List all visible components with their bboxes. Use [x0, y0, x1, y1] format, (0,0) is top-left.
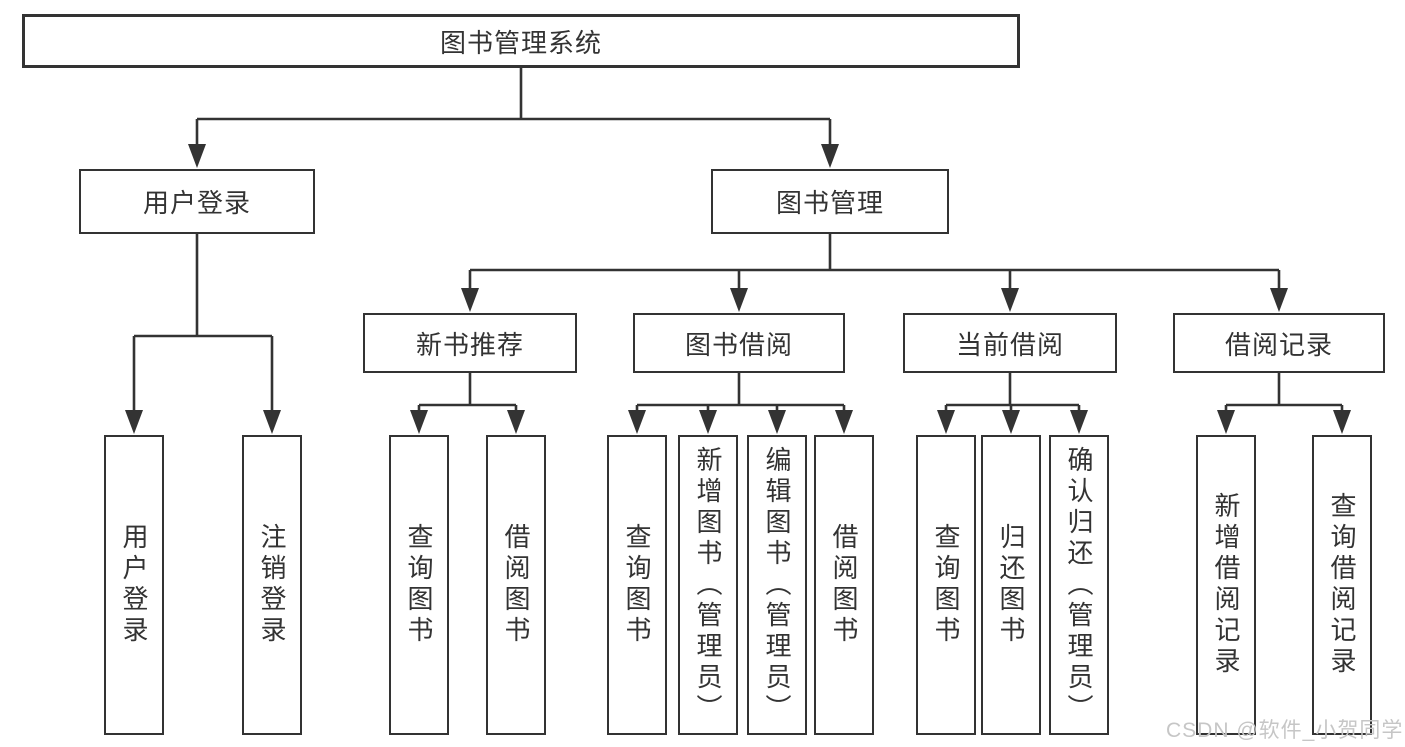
leaf-label: 编辑图书（管理员） — [762, 445, 792, 725]
node-book-management: 图书管理 — [711, 169, 949, 234]
leaf-edit-book-admin: 编辑图书（管理员） — [747, 435, 807, 735]
arrowhead-down-icon — [1333, 410, 1351, 434]
arrowhead-down-icon — [507, 410, 525, 434]
leaf-add-borrow-record: 新增借阅记录 — [1196, 435, 1256, 735]
leaf-confirm-return-admin: 确认归还（管理员） — [1049, 435, 1109, 735]
connector-line — [419, 373, 516, 407]
leaf-user-login: 用户登录 — [104, 435, 164, 735]
leaf-borrow-books-borrowing: 借阅图书 — [814, 435, 874, 735]
leaf-label: 归还图书 — [996, 523, 1026, 647]
arrowhead-down-icon — [410, 410, 428, 434]
arrowhead-down-icon — [1002, 410, 1020, 434]
node-book-borrowing: 图书借阅 — [633, 313, 845, 373]
leaf-label: 查询图书 — [404, 523, 434, 647]
node-label: 图书管理 — [775, 188, 884, 218]
arrowhead-down-icon — [821, 144, 839, 168]
arrowhead-down-icon — [730, 288, 748, 312]
node-label: 用户登录 — [142, 188, 251, 218]
node-new-book-recommend: 新书推荐 — [363, 313, 577, 373]
arrowhead-down-icon — [125, 410, 143, 434]
leaf-label: 借阅图书 — [501, 523, 531, 647]
connector-line — [1226, 373, 1342, 407]
arrowhead-down-icon — [768, 410, 786, 434]
node-borrowing-records: 借阅记录 — [1173, 313, 1385, 373]
leaf-label: 新增图书（管理员） — [693, 445, 723, 725]
leaf-return-book: 归还图书 — [981, 435, 1041, 735]
arrowhead-down-icon — [1001, 288, 1019, 312]
leaf-logout-login: 注销登录 — [242, 435, 302, 735]
leaf-label: 确认归还（管理员） — [1064, 445, 1094, 725]
leaf-query-books-recommend: 查询图书 — [389, 435, 449, 735]
connector-line — [134, 234, 272, 338]
arrowhead-down-icon — [937, 410, 955, 434]
node-user-login: 用户登录 — [79, 169, 315, 234]
leaf-query-books-borrowing: 查询图书 — [607, 435, 667, 735]
leaf-borrow-books-recommend: 借阅图书 — [486, 435, 546, 735]
node-label: 借阅记录 — [1224, 329, 1333, 360]
arrowhead-down-icon — [1070, 410, 1088, 434]
leaf-label: 注销登录 — [257, 523, 287, 647]
csdn-watermark: CSDN @软件_小贺同学 — [1166, 719, 1404, 742]
node-label: 图书管理系统 — [439, 27, 602, 58]
leaf-add-book-admin: 新增图书（管理员） — [678, 435, 738, 735]
connector-line — [637, 373, 844, 407]
node-label: 当前借阅 — [955, 329, 1064, 360]
arrowhead-down-icon — [263, 410, 281, 434]
connector-line — [946, 373, 1079, 407]
node-label: 新书推荐 — [415, 329, 524, 360]
node-current-borrowing: 当前借阅 — [903, 313, 1117, 373]
connector-line — [470, 234, 1279, 272]
arrowhead-down-icon — [461, 288, 479, 312]
arrowhead-down-icon — [835, 410, 853, 434]
arrowhead-down-icon — [628, 410, 646, 434]
leaf-label: 查询借阅记录 — [1327, 492, 1357, 678]
leaf-label: 新增借阅记录 — [1211, 492, 1241, 678]
leaf-label: 用户登录 — [119, 523, 149, 647]
leaf-query-borrow-record: 查询借阅记录 — [1312, 435, 1372, 735]
connector-line — [197, 68, 830, 121]
arrowhead-down-icon — [1270, 288, 1288, 312]
node-library-management-system: 图书管理系统 — [22, 14, 1020, 68]
arrowhead-down-icon — [699, 410, 717, 434]
leaf-label: 查询图书 — [931, 523, 961, 647]
node-label: 图书借阅 — [684, 329, 793, 360]
leaf-label: 查询图书 — [622, 523, 652, 647]
leaf-query-books-current: 查询图书 — [916, 435, 976, 735]
leaf-label: 借阅图书 — [829, 523, 859, 647]
arrowhead-down-icon — [1217, 410, 1235, 434]
arrowhead-down-icon — [188, 144, 206, 168]
